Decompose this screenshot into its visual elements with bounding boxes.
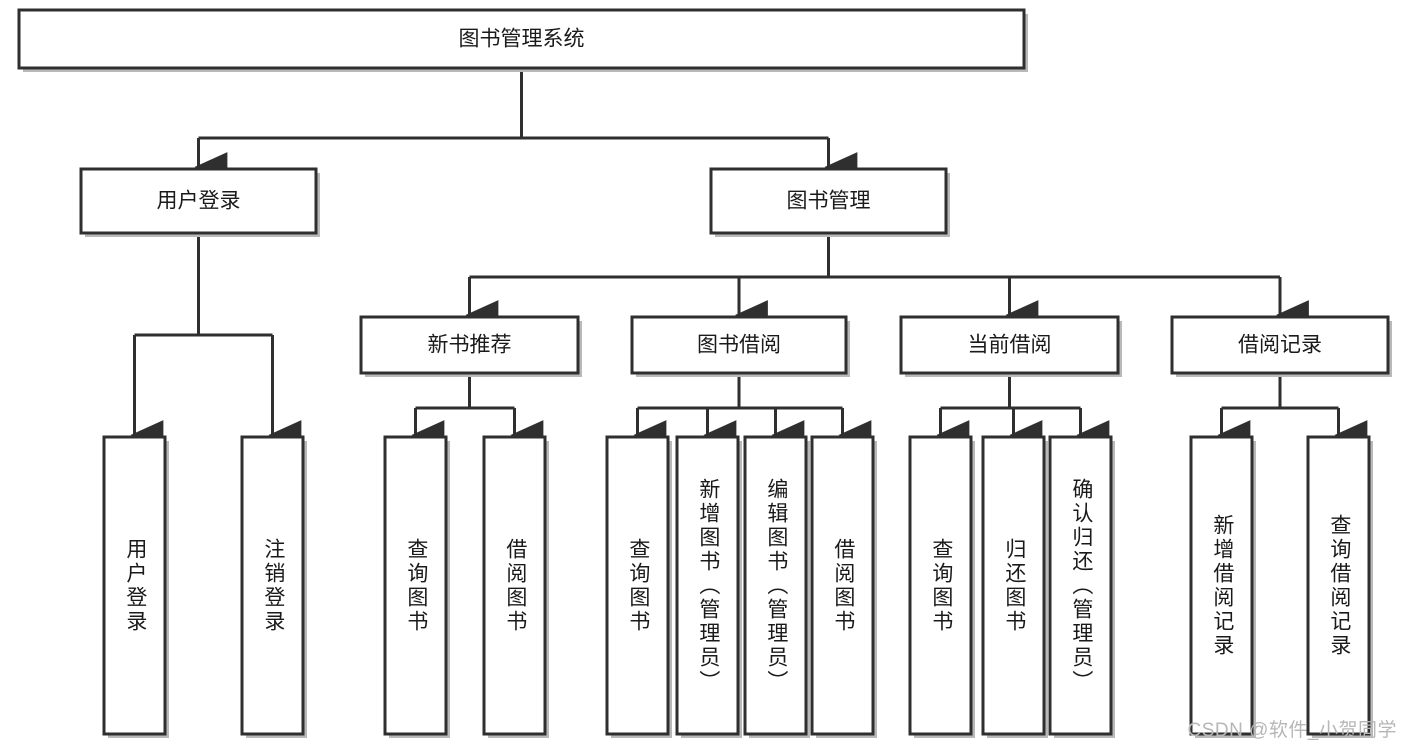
boxes-layer bbox=[17, 8, 1392, 738]
node-box-book-borrow[interactable] bbox=[630, 315, 848, 375]
node-box-new-book-rec[interactable] bbox=[359, 315, 580, 375]
node-box-leaf-user-login[interactable] bbox=[102, 435, 167, 736]
node-box-leaf-query-record[interactable] bbox=[1306, 435, 1371, 736]
node-box-book-manage[interactable] bbox=[709, 167, 948, 235]
node-label-new-book-rec: 新书推荐 bbox=[428, 334, 512, 357]
node-box-user-login[interactable] bbox=[79, 167, 318, 235]
node-box-leaf-user-logout[interactable] bbox=[240, 435, 305, 736]
node-label-book-borrow: 图书借阅 bbox=[697, 334, 781, 357]
node-box-leaf-add-book[interactable] bbox=[675, 435, 740, 736]
node-box-leaf-query-book-rec[interactable] bbox=[383, 435, 448, 736]
node-box-leaf-borrow-book[interactable] bbox=[810, 435, 875, 736]
connectors-layer bbox=[130, 68, 1368, 450]
node-box-leaf-borrow-book-rec[interactable] bbox=[482, 435, 547, 736]
watermark: CSDN @软件_小贺同学 bbox=[1187, 720, 1397, 741]
node-box-leaf-return-book[interactable] bbox=[981, 435, 1046, 736]
node-box-borrow-record[interactable] bbox=[1170, 315, 1390, 375]
node-label-current-borrow: 当前借阅 bbox=[968, 334, 1052, 357]
node-box-leaf-query-book-borrow[interactable] bbox=[605, 435, 670, 736]
node-label-book-manage: 图书管理 bbox=[787, 190, 871, 213]
node-label-borrow-record: 借阅记录 bbox=[1238, 334, 1322, 357]
node-label-root: 图书管理系统 bbox=[459, 28, 585, 51]
node-box-leaf-add-record[interactable] bbox=[1189, 435, 1254, 736]
node-box-leaf-confirm-return[interactable] bbox=[1048, 435, 1113, 736]
node-box-leaf-query-book-cur[interactable] bbox=[908, 435, 973, 736]
node-box-leaf-edit-book[interactable] bbox=[743, 435, 808, 736]
node-box-root[interactable] bbox=[17, 8, 1026, 70]
node-label-user-login: 用户登录 bbox=[157, 190, 241, 213]
node-box-current-borrow[interactable] bbox=[899, 315, 1120, 375]
